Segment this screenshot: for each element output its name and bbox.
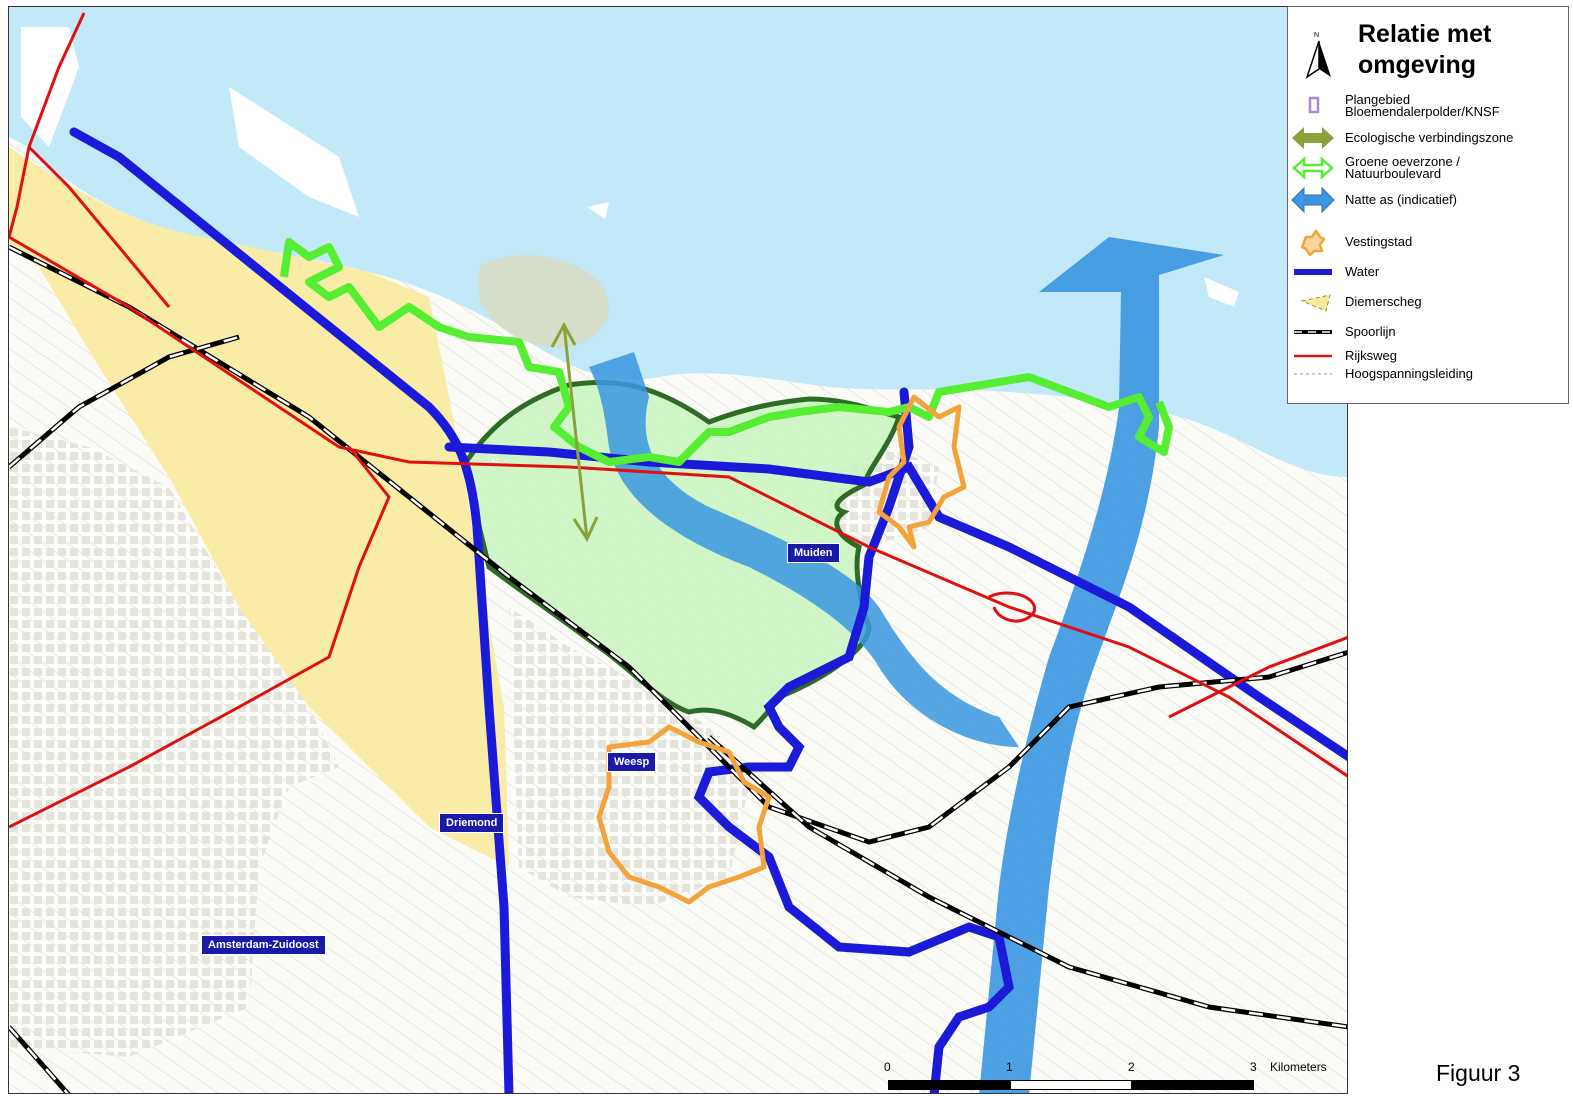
place-label-muiden: Muiden	[787, 543, 840, 563]
scale-bar: 0 1 2 3 Kilometers	[880, 1060, 1340, 1094]
legend-item-rijksweg: Rijksweg	[1288, 341, 1570, 371]
legend-item-vestingstad: Vestingstad	[1288, 227, 1570, 257]
railway-dash	[9, 335, 1347, 1028]
scale-tick: 3	[1250, 1060, 1257, 1074]
scale-segment	[888, 1080, 1010, 1090]
legend-label: Ecologische verbindingszone	[1345, 130, 1514, 145]
legend-title: Relatie met omgeving	[1358, 19, 1491, 81]
legend-label-line: Natuurboulevard	[1345, 166, 1442, 181]
legend-label: Plangebied Bloemendalerpolder/KNSF	[1345, 92, 1500, 119]
railway-dash	[9, 245, 1347, 844]
plan-area-icon	[1308, 96, 1320, 114]
dashed-area-icon	[1300, 294, 1331, 312]
figure-label: Figuur 3	[1436, 1060, 1521, 1086]
legend-item-water: Water	[1288, 257, 1570, 287]
legend-label-line: Plangebied	[1345, 92, 1411, 107]
legend-label: Vestingstad	[1345, 234, 1413, 249]
road-a1	[9, 235, 1347, 778]
island	[229, 87, 359, 217]
scale-segment	[1010, 1080, 1132, 1090]
island	[587, 202, 609, 219]
island-pampus	[479, 255, 609, 348]
legend-label: Groene oeverzone / Natuurboulevard	[1345, 154, 1460, 181]
road	[9, 12, 391, 829]
legend-item-natte-as: Natte as (indicatief)	[1288, 185, 1570, 215]
fortress-weesp[interactable]	[596, 724, 772, 905]
scale-tick: 2	[1128, 1060, 1135, 1074]
double-arrow-icon	[1292, 127, 1334, 149]
legend-item-groene-oeverzone: Groene oeverzone / Natuurboulevard	[1288, 153, 1570, 183]
map-legend: N Relatie met omgeving Plangebied Bloeme…	[1287, 6, 1569, 404]
wet-axis-vecht[interactable]	[589, 352, 1019, 747]
legend-label-line: Groene oeverzone /	[1345, 154, 1460, 169]
scale-tick: 0	[884, 1060, 891, 1074]
double-arrow-icon	[1291, 186, 1335, 214]
place-label-amsterdam-zuidoost: Amsterdam-Zuidoost	[201, 935, 326, 955]
wet-axis-north[interactable]	[979, 237, 1224, 1094]
line-icon	[1294, 269, 1332, 275]
map-canvas: A1	[9, 7, 1347, 1094]
map[interactable]: A1 Muiden Weesp Driemond Amsterdam-Zuido…	[8, 6, 1348, 1094]
legend-label: Water	[1345, 264, 1380, 279]
legend-label: Diemerscheg	[1345, 294, 1422, 309]
scale-segment	[1132, 1080, 1254, 1090]
fortress-icon	[1300, 229, 1326, 257]
north-arrow-icon: N	[1305, 32, 1331, 79]
dashed-line-icon	[1294, 373, 1332, 375]
legend-item-spoorlijn: Spoorlijn	[1288, 317, 1570, 347]
fortress-muiden[interactable]	[876, 394, 967, 550]
legend-title-line2: omgeving	[1358, 51, 1477, 79]
railway	[9, 1025, 71, 1093]
road-label-a1: A1	[491, 458, 500, 465]
legend-item-hoogspanningsleiding: Hoogspanningsleiding	[1288, 359, 1570, 389]
scale-tick: 1	[1006, 1060, 1013, 1074]
legend-item-ecologische-verbindingszone: Ecologische verbindingszone	[1288, 123, 1570, 153]
legend-label: Hoogspanningsleiding	[1345, 366, 1473, 381]
legend-item-plangebied: Plangebied Bloemendalerpolder/KNSF	[1288, 91, 1570, 121]
eco-corridor-arrow[interactable]	[550, 321, 599, 543]
double-arrow-outline-icon	[1292, 156, 1334, 180]
rail-icon	[1294, 330, 1332, 334]
legend-label-line: Bloemendalerpolder/KNSF	[1345, 104, 1500, 119]
line-icon	[1294, 354, 1332, 358]
place-label-driemond: Driemond	[439, 813, 505, 833]
lake-ijmeer	[9, 7, 1347, 477]
legend-title-line1: Relatie met	[1358, 20, 1492, 48]
island	[1204, 277, 1239, 307]
water-line	[69, 127, 514, 1093]
green-shore-zone[interactable]	[280, 238, 1173, 466]
north-label: N	[1314, 32, 1319, 39]
place-label-weesp: Weesp	[607, 752, 657, 772]
legend-label: Rijksweg	[1345, 348, 1398, 363]
legend-label: Natte as (indicatief)	[1345, 192, 1457, 207]
legend-item-diemerscheg: Diemerscheg	[1288, 287, 1570, 317]
water-line-vecht	[693, 387, 1014, 1093]
road	[988, 591, 1347, 719]
legend-label: Spoorlijn	[1345, 324, 1396, 339]
scale-unit: Kilometers	[1270, 1060, 1327, 1074]
